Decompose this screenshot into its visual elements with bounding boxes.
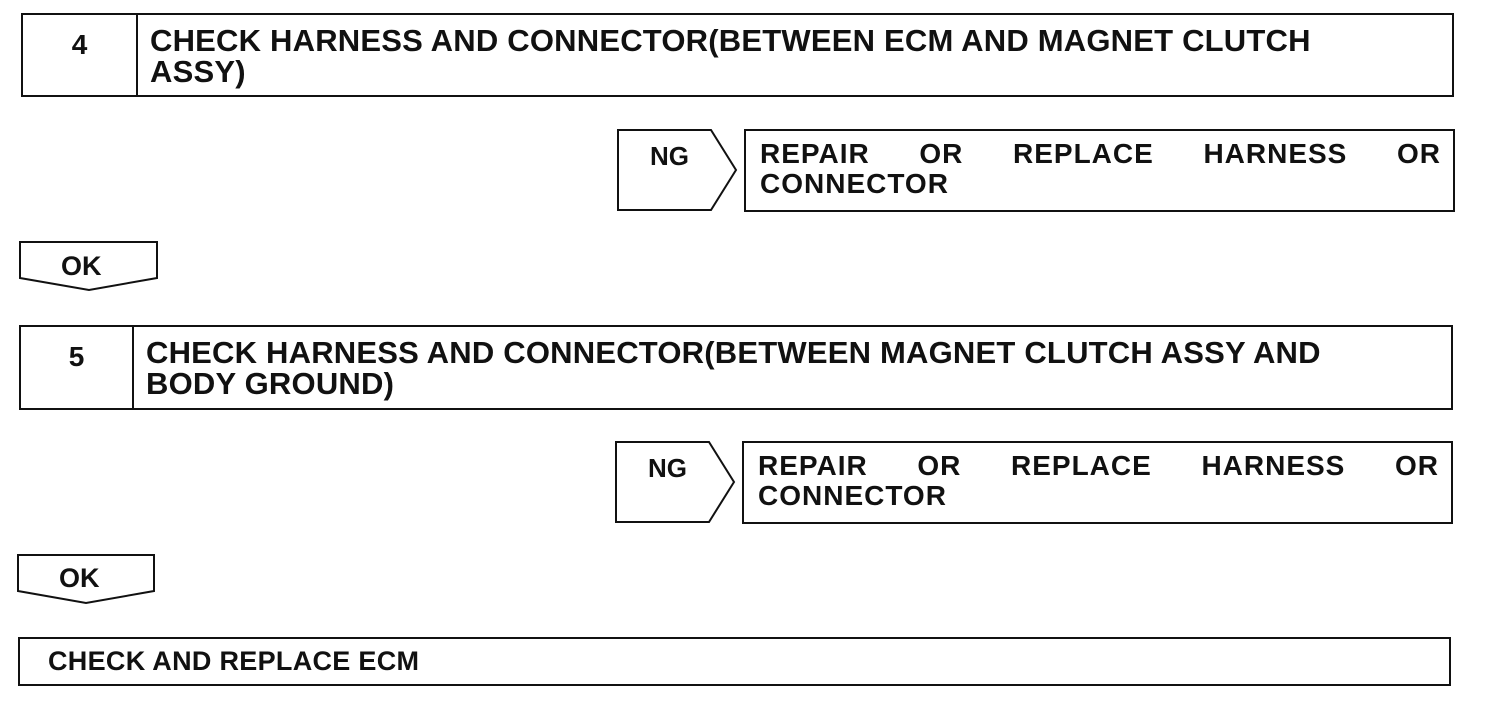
- ok-label: OK: [59, 563, 100, 593]
- step-title-line2: BODY GROUND): [146, 366, 395, 401]
- step-title-line1: CHECK HARNESS AND CONNECTOR(BETWEEN MAGN…: [146, 335, 1321, 370]
- step-title: CHECK HARNESS AND CONNECTOR(BETWEEN MAGN…: [146, 337, 1391, 399]
- ng-action-box: REPAIR OR REPLACE HARNESS OR CONNECTOR: [742, 441, 1453, 524]
- ok-arrow-icon: [19, 241, 158, 292]
- step-number: 4: [23, 15, 138, 95]
- step-4-box: 4 CHECK HARNESS AND CONNECTOR(BETWEEN EC…: [21, 13, 1454, 97]
- final-action-box: CHECK AND REPLACE ECM: [18, 637, 1451, 686]
- ng-label: NG: [650, 141, 689, 171]
- ng-action-box: REPAIR OR REPLACE HARNESS OR CONNECTOR: [744, 129, 1455, 212]
- step-title-line2: ASSY): [150, 54, 246, 89]
- ng-action-line1: REPAIR OR REPLACE HARNESS OR: [758, 450, 1439, 481]
- ng-action-line2: CONNECTOR: [758, 480, 947, 511]
- ng-label: NG: [648, 453, 687, 483]
- ok-arrow-icon: [17, 554, 155, 605]
- final-action-text: CHECK AND REPLACE ECM: [48, 646, 420, 676]
- ng-action-line1: REPAIR OR REPLACE HARNESS OR: [760, 138, 1441, 169]
- step-5-box: 5 CHECK HARNESS AND CONNECTOR(BETWEEN MA…: [19, 325, 1453, 410]
- ok-label: OK: [61, 251, 102, 281]
- ng-arrow-icon: [617, 129, 738, 211]
- step-title-line1: CHECK HARNESS AND CONNECTOR(BETWEEN ECM …: [150, 23, 1311, 58]
- ng-action-line2: CONNECTOR: [760, 168, 949, 199]
- step-number: 5: [21, 327, 134, 408]
- step-title: CHECK HARNESS AND CONNECTOR(BETWEEN ECM …: [150, 25, 1392, 87]
- ng-arrow-icon: [615, 441, 736, 523]
